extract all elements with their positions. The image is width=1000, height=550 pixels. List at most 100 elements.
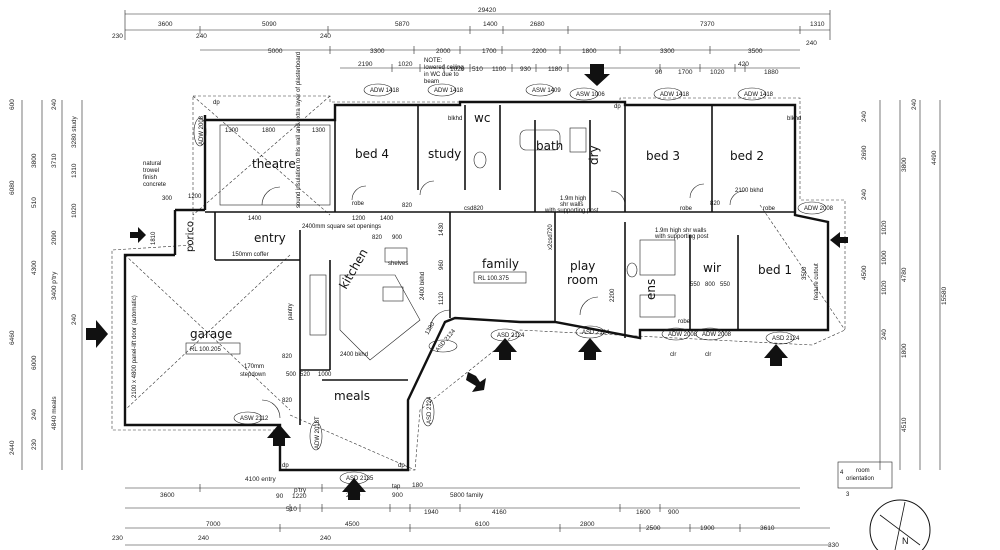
dim-label: 2000 — [436, 48, 451, 55]
right-dimensions — [879, 100, 941, 470]
interior-walls — [205, 105, 795, 425]
dim-label: 3710 — [51, 153, 58, 168]
dim-label: 230 — [112, 33, 123, 40]
dim-label: 230 — [31, 439, 38, 450]
dim-label: 2400 bkhd — [340, 352, 368, 358]
dim-label: 820 — [402, 203, 413, 209]
room-playroom: room — [567, 273, 598, 287]
robe-label: robe — [352, 201, 365, 207]
dim-label: 1810 — [151, 231, 157, 245]
dim-label: 7370 — [700, 21, 715, 28]
room-play: play — [570, 259, 595, 273]
dim-label: 3610 — [760, 525, 775, 532]
dim-label: 2800 — [580, 521, 595, 528]
family-rl: RL 100.375 — [478, 276, 509, 282]
orientation-label: orientation — [846, 476, 874, 482]
dim-label: 240 — [31, 409, 38, 420]
dim-label: 240 — [320, 535, 331, 542]
arrow-diag-icon — [466, 372, 486, 392]
bottom-dimensions — [125, 484, 830, 546]
dim-label: 240 — [881, 329, 888, 340]
dim-label: 1290 — [425, 321, 437, 336]
dim-label: 2100 bkhd — [735, 188, 763, 194]
blkhd-label: blkhd — [448, 116, 462, 122]
top-dimensions — [124, 10, 831, 72]
dim-label: 6460 — [9, 330, 16, 345]
dim-label: 4490 — [931, 150, 938, 165]
window-label: ASD 2124 — [497, 333, 525, 339]
dim-label: 2500 — [646, 525, 661, 532]
window-label: ASW 1409 — [532, 88, 561, 94]
compass-icon: N — [869, 499, 931, 550]
clr-label: clr — [705, 352, 711, 358]
dim-label: 2190 — [358, 61, 373, 68]
left-dimensions — [21, 100, 83, 470]
garage-rl-box — [185, 342, 241, 355]
window-label: ADW 1418 — [744, 92, 774, 98]
north-label: N — [902, 536, 909, 546]
pantry-shelves — [309, 274, 327, 336]
room-kitchen: kitchen — [336, 246, 370, 291]
dim-label: 4780 — [901, 267, 908, 282]
orientation-digit: 3 — [846, 492, 850, 498]
blkhd-label: blkhd — [787, 116, 801, 122]
room-wir: wir — [703, 261, 721, 275]
dim-label: 1300 — [312, 128, 326, 134]
trowel-note: natural — [143, 161, 161, 167]
sink — [382, 286, 404, 302]
room-meals: meals — [334, 389, 370, 403]
dim-label: 1020 — [71, 203, 78, 218]
dim-label: 4840 meals — [51, 396, 58, 430]
dim-label: 5870 — [395, 21, 410, 28]
dim-label: 960 — [439, 259, 445, 270]
dim-label: 6100 — [475, 521, 490, 528]
interior-dimension-labels: 1300 1800 1300 1200 1400 1200 1400 820 8… — [151, 100, 808, 490]
orientation-digit: 4 — [840, 470, 844, 476]
dim-label: 3400 p'try — [51, 271, 58, 300]
dim-label: 1000 — [881, 250, 888, 265]
dim-label: 820 — [282, 398, 293, 404]
shower-note: with supporting post — [544, 208, 599, 214]
dim-label: 1020 — [398, 61, 413, 68]
dim-label: 510 — [31, 197, 38, 208]
dim-label: 1880 — [764, 69, 779, 76]
window-label: ADW 1418 — [434, 88, 464, 94]
ens-shower — [639, 239, 676, 276]
dp-label: dp — [614, 104, 621, 110]
room-theatre: theatre — [252, 157, 296, 171]
room-wc: wc — [474, 111, 490, 125]
arrow-down-icon — [584, 64, 610, 86]
window-label: ASD 2124 — [772, 336, 800, 342]
dim-label: 3600 — [160, 492, 175, 499]
ens-vanity — [639, 294, 676, 318]
wc-note: in WC due to — [424, 72, 459, 78]
dim-label: 800 — [705, 282, 716, 288]
dim-label: 1800 — [901, 343, 908, 358]
window-label: ASD 2124 — [427, 396, 433, 424]
family-rl-box — [473, 271, 527, 284]
top-dimension-labels: 29420 3600 5090 5870 1400 2680 7370 1310… — [112, 7, 825, 76]
dim-label: 240 — [861, 189, 868, 200]
dim-label: 240 — [196, 33, 207, 40]
dim-label: 240 — [806, 40, 817, 47]
dim-label: 3600 — [158, 21, 173, 28]
shelves-label: shelves — [388, 261, 408, 267]
room-bath: bath — [536, 139, 563, 153]
ens-toilet — [626, 262, 638, 278]
room-ens: ens — [644, 279, 658, 300]
dim-label: 820 — [710, 201, 721, 207]
arrow-up-icon — [267, 424, 291, 446]
openings-note: 2400mm square set openings — [302, 224, 381, 230]
dim-label: 15580 — [941, 287, 948, 305]
dim-label: 240 — [198, 535, 209, 542]
dim-label: 3500 — [748, 48, 763, 55]
window-label: ADW 2008 — [702, 332, 732, 338]
dim-label: 510 — [286, 506, 297, 513]
dim-label: 300 — [162, 196, 173, 202]
dim-label: 930 — [520, 66, 531, 73]
toilet — [473, 151, 487, 169]
bathtub — [519, 129, 561, 151]
dim-label: 2200 — [610, 288, 616, 302]
dim-label: 510 — [472, 66, 483, 73]
kitchen-island — [339, 274, 421, 361]
